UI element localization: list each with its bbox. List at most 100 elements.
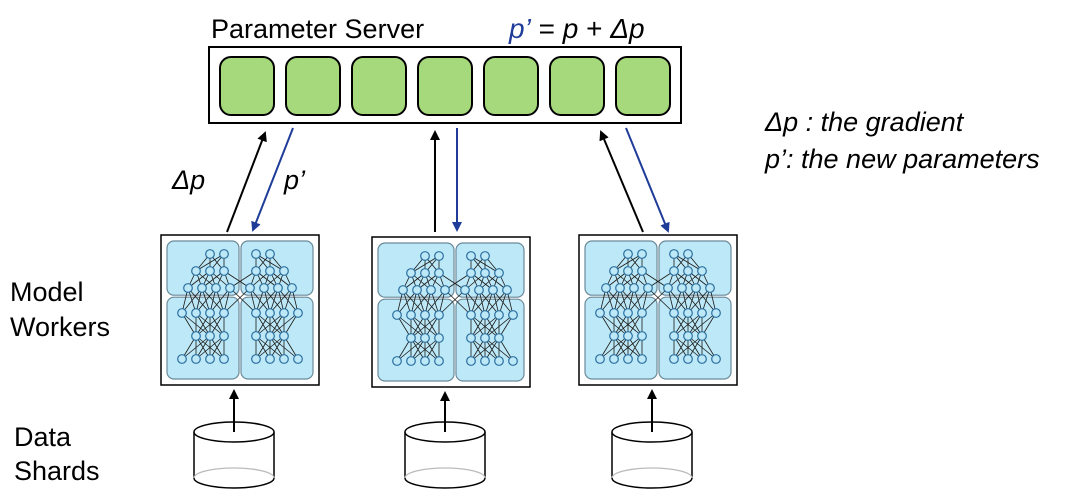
network-node (251, 354, 261, 364)
data-shards-label-line2: Shards (14, 456, 100, 486)
parameter-shard (219, 56, 275, 116)
network-node (466, 251, 476, 261)
network-node (434, 310, 444, 320)
parameter-shard (483, 56, 539, 116)
network-node (191, 331, 201, 341)
network-node (273, 283, 283, 293)
network-node (205, 354, 215, 364)
network-node (219, 354, 229, 364)
network-node (629, 283, 639, 293)
network-node (177, 354, 187, 364)
network-node (669, 308, 679, 318)
network-node (466, 333, 476, 343)
network-node (219, 308, 229, 318)
network-node (595, 354, 605, 364)
gradient-arrow-worker-1 (226, 131, 267, 233)
network-node (183, 283, 193, 293)
network-node (637, 331, 647, 341)
network-node (623, 354, 633, 364)
network-node (683, 308, 693, 318)
network-node (205, 266, 215, 276)
network-node (494, 356, 504, 366)
network-node (637, 249, 647, 259)
network-node (406, 310, 416, 320)
gradient-arrow-label: Δp (171, 165, 205, 195)
network-node (191, 308, 201, 318)
network-node (494, 310, 504, 320)
network-node (251, 266, 261, 276)
network-node (683, 354, 693, 364)
network-node (420, 251, 430, 261)
model-workers-label-line2: Workers (10, 312, 110, 342)
params-arrow-label: p’ (283, 165, 306, 195)
network-node (502, 285, 512, 295)
network-node (434, 333, 444, 343)
network-node (691, 283, 701, 293)
model-worker (160, 234, 320, 386)
parameter-shard (417, 56, 473, 116)
update-rule-p: p (562, 13, 579, 44)
network-node (480, 356, 490, 366)
network-node (191, 354, 201, 364)
network-node (225, 283, 235, 293)
network-node (440, 285, 450, 295)
parameter-shards (219, 56, 671, 116)
network-node (677, 283, 687, 293)
network-node (683, 266, 693, 276)
model-worker (371, 236, 531, 388)
legend-gradient: Δp : the gradient (764, 107, 965, 137)
network-node (219, 331, 229, 341)
network-node (420, 310, 430, 320)
network-node (508, 356, 518, 366)
network-node (420, 356, 430, 366)
network-node (392, 356, 402, 366)
network-node (279, 308, 289, 318)
data-shards-label-line1: Data (14, 422, 72, 452)
network-node (251, 308, 261, 318)
network-node (420, 333, 430, 343)
network-node (623, 331, 633, 341)
network-node (480, 333, 490, 343)
model-workers (160, 234, 738, 489)
network-node (669, 266, 679, 276)
parameter-shard (285, 56, 341, 116)
network-node (615, 283, 625, 293)
network-node (412, 285, 422, 295)
network-node (434, 356, 444, 366)
network-node (623, 249, 633, 259)
params-arrow-worker-3 (625, 127, 670, 233)
network-node (697, 266, 707, 276)
network-node (434, 268, 444, 278)
network-node (279, 331, 289, 341)
network-node (697, 331, 707, 341)
network-node (251, 249, 261, 259)
network-node (460, 285, 470, 295)
network-node (265, 308, 275, 318)
network-node (191, 266, 201, 276)
parameter-shard (549, 56, 605, 116)
network-node (711, 308, 721, 318)
network-node (609, 354, 619, 364)
network-node (426, 285, 436, 295)
network-node (265, 249, 275, 259)
network-node (480, 310, 490, 320)
network-node (406, 333, 416, 343)
params-arrow-worker-1 (251, 127, 294, 232)
network-node (293, 308, 303, 318)
network-node (683, 331, 693, 341)
network-node (705, 283, 715, 293)
network-node (683, 249, 693, 259)
network-node (279, 354, 289, 364)
network-node (711, 354, 721, 364)
update-rule-equals: = (531, 13, 563, 44)
network-node (293, 354, 303, 364)
network-node (265, 354, 275, 364)
model-workers-label-line1: Model (10, 277, 84, 307)
network-node (219, 249, 229, 259)
network-node (494, 333, 504, 343)
network-node (466, 310, 476, 320)
network-node (245, 283, 255, 293)
network-node (420, 268, 430, 278)
network-node (398, 285, 408, 295)
